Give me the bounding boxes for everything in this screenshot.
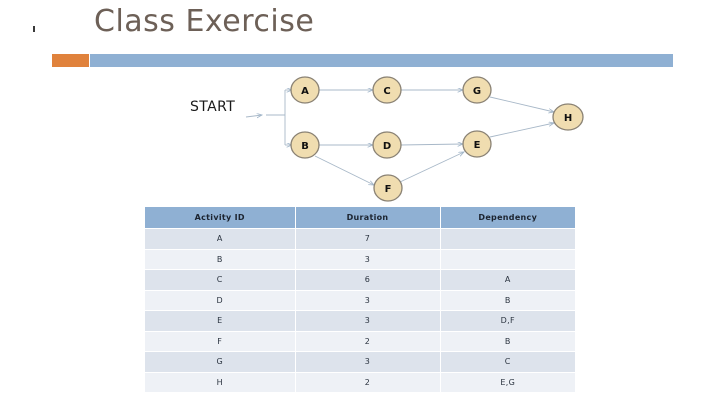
cell-duration: 3: [295, 310, 441, 332]
table-row: C 6 A: [145, 269, 575, 291]
cell-dependency: [440, 228, 575, 250]
node-f-label: F: [385, 184, 392, 195]
table-row: B 3: [145, 249, 575, 270]
cell-activity-id: H: [145, 372, 296, 393]
table-row: H 2 E,G: [145, 372, 575, 393]
activity-table-wrapper: Activity ID Duration Dependency A 7 B 3: [145, 207, 575, 393]
cell-dependency: A: [440, 269, 575, 291]
table-row: A 7: [145, 228, 575, 250]
edge-e-h: [489, 123, 554, 138]
network-diagram: START: [0, 68, 720, 203]
edge-b-f: [314, 155, 374, 185]
table-body: A 7 B 3 C 6 A D 3 B: [145, 228, 575, 393]
node-e-circle: [462, 130, 492, 158]
cell-activity-id: A: [145, 228, 296, 250]
table-row: E 3 D,F: [145, 310, 575, 332]
cell-duration: 3: [295, 249, 441, 270]
cell-duration: 2: [295, 372, 441, 393]
node-c-label: C: [383, 86, 390, 97]
node-d-label: D: [383, 141, 391, 152]
edge-g-h: [489, 96, 554, 112]
node-a-circle: [290, 76, 320, 104]
cell-dependency: B: [440, 290, 575, 311]
node-e-label: E: [474, 140, 481, 151]
table-row: G 3 C: [145, 351, 575, 373]
accent-bar-blue: [90, 54, 673, 67]
node-f-circle: [373, 174, 403, 202]
cell-dependency: [440, 249, 575, 270]
edge-f-e: [399, 152, 464, 183]
node-h-circle: [552, 103, 584, 131]
cell-activity-id: F: [145, 331, 296, 352]
cell-activity-id: B: [145, 249, 296, 270]
cell-duration: 3: [295, 351, 441, 373]
cell-activity-id: G: [145, 351, 296, 373]
cell-activity-id: C: [145, 269, 296, 291]
page-title: Class Exercise: [94, 4, 315, 39]
accent-bar-orange: [52, 54, 89, 67]
column-header-duration: Duration: [295, 207, 441, 229]
table-row: F 2 B: [145, 331, 575, 352]
column-header-dependency: Dependency: [440, 207, 575, 229]
node-g-circle: [462, 76, 492, 104]
cell-dependency: E,G: [440, 372, 575, 393]
node-a-label: A: [301, 86, 309, 97]
table-header-row: Activity ID Duration Dependency: [145, 207, 575, 229]
edge-start-fan: [245, 115, 262, 117]
table-row: D 3 B: [145, 290, 575, 311]
node-h-label: H: [564, 113, 572, 124]
node-c-circle: [372, 76, 402, 104]
edge-d-e: [399, 144, 463, 145]
cell-duration: 2: [295, 331, 441, 352]
table-header: Activity ID Duration Dependency: [145, 207, 575, 229]
activity-table: Activity ID Duration Dependency A 7 B 3: [145, 207, 575, 393]
cell-dependency: C: [440, 351, 575, 373]
node-b-label: B: [301, 141, 309, 152]
cell-activity-id: E: [145, 310, 296, 332]
node-d-circle: [372, 131, 402, 159]
cell-dependency: B: [440, 331, 575, 352]
column-header-activity-id: Activity ID: [145, 207, 296, 229]
diagram-start-label: START: [190, 99, 236, 115]
bullet-square-icon: [33, 26, 35, 32]
cell-dependency: D,F: [440, 310, 575, 332]
cell-duration: 6: [295, 269, 441, 291]
diagram-svg: A B C D G E F H: [245, 76, 584, 202]
cell-duration: 7: [295, 228, 441, 250]
cell-duration: 3: [295, 290, 441, 311]
node-g-label: G: [473, 86, 481, 97]
cell-activity-id: D: [145, 290, 296, 311]
diagram-edges: [245, 90, 554, 185]
node-b-circle: [290, 131, 320, 159]
diagram-nodes: A B C D G E F H: [290, 76, 584, 202]
